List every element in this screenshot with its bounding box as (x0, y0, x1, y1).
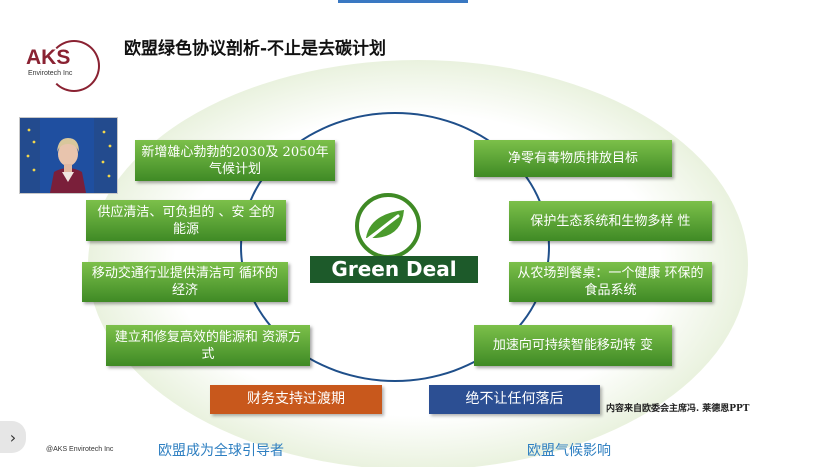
green-deal-label: Green Deal (310, 256, 478, 283)
left-item-climate-plan: 新增雄心勃勃的2030及 2050年气候计划 (135, 140, 335, 181)
logo-ring (48, 40, 100, 92)
logo-subtitle: Envirotech Inc (28, 70, 73, 77)
left-item-clean-energy: 供应清洁、可负担的 、安 全的能源 (86, 200, 286, 241)
slide-title: 欧盟绿色协议剖析-不止是去碳计划 (124, 39, 387, 59)
speaker-photo (20, 118, 117, 193)
center-ring (240, 112, 550, 382)
footer-copyright: @AKS Envirotech Inc (46, 446, 114, 453)
green-deal-leaf-icon (352, 190, 424, 262)
financial-support-box: 财务支持过渡期 (210, 385, 382, 414)
source-note: 内容来自欧委会主席冯. 莱德恩PPT (606, 404, 750, 414)
right-item-zero-pollution: 净零有毒物质排放目标 (474, 140, 672, 177)
aks-logo: AKS Envirotech Inc (22, 38, 100, 92)
left-item-circular-economy: 移动交通行业提供清洁可 循环的经济 (82, 262, 288, 302)
chevron-right-icon: › (9, 427, 17, 447)
logo-name: AKS (26, 46, 71, 69)
next-slide-button[interactable]: › (0, 421, 26, 453)
right-item-biodiversity: 保护生态系统和生物多样 性 (509, 201, 712, 241)
right-item-smart-mobility: 加速向可持续智能移动转 变 (474, 325, 672, 366)
caption-global-leader: 欧盟成为全球引导者 (158, 443, 284, 459)
speaker-video-thumbnail (19, 117, 118, 194)
right-item-farm-to-fork: 从农场到餐桌：一个健康 环保的食品系统 (509, 262, 712, 302)
caption-climate-impact: 欧盟气候影响 (527, 443, 611, 459)
leave-no-one-behind-box: 绝不让任何落后 (429, 385, 600, 414)
top-progress-bar (338, 0, 468, 3)
left-item-efficient-resources: 建立和修复高效的能源和 资源方式 (106, 325, 310, 366)
